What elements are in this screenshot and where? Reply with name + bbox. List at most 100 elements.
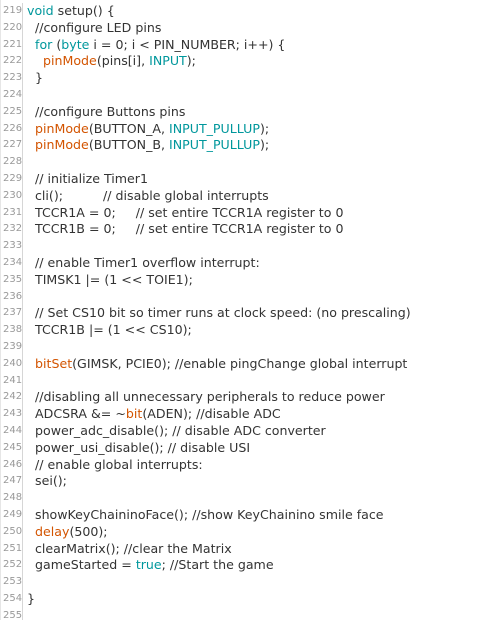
code-token: // enable Timer1 overflow interrupt: — [27, 254, 260, 270]
code-token: TCCR1B |= (1 << CS10); — [27, 322, 192, 338]
code-line[interactable]: 243 ADCSRA &= ~bit(ADEN); //disable ADC — [1, 406, 501, 423]
code-token: cli(); // disable global interrupts — [27, 187, 269, 203]
code-text: sei(); — [27, 473, 67, 490]
line-number: 239 — [3, 340, 23, 352]
line-number: 245 — [3, 441, 23, 453]
code-token: setup() { — [53, 3, 115, 18]
code-line[interactable]: 247 sei(); — [1, 473, 501, 490]
line-number: 220 — [3, 21, 23, 33]
code-line[interactable]: 220 //configure LED pins — [1, 20, 501, 37]
code-token: TCCR1B = 0; // set entire TCCR1A registe… — [27, 221, 344, 237]
code-text: power_usi_disable(); // disable USI — [27, 440, 250, 457]
code-token: pinMode — [43, 53, 97, 69]
code-text: pinMode(BUTTON_B, INPUT_PULLUP); — [27, 137, 269, 154]
code-line[interactable]: 254} — [1, 591, 501, 608]
code-token: } — [27, 70, 44, 86]
code-line[interactable]: 245 power_usi_disable(); // disable USI — [1, 440, 501, 457]
code-text: TCCR1B = 0; // set entire TCCR1A registe… — [27, 221, 344, 238]
code-text: } — [27, 70, 43, 87]
code-token: (pins[i], — [96, 53, 150, 69]
code-token: (BUTTON_A, — [88, 120, 169, 136]
code-token: bitSet — [35, 355, 73, 371]
code-token — [27, 121, 35, 136]
code-text: //disabling all unnecessary peripherals … — [27, 389, 385, 406]
code-line[interactable]: 238 TCCR1B |= (1 << CS10); — [1, 322, 501, 339]
code-text: // enable Timer1 overflow interrupt: — [27, 255, 260, 272]
code-token — [27, 524, 35, 539]
code-line[interactable]: 250 delay(500); — [1, 524, 501, 541]
line-number: 232 — [3, 223, 23, 235]
code-line[interactable]: 229 // initialize Timer1 — [1, 171, 501, 188]
code-line[interactable]: 255 — [1, 608, 501, 624]
code-token: ); — [259, 120, 270, 136]
code-token — [27, 356, 35, 371]
code-line[interactable]: 221 for (byte i = 0; i < PIN_NUMBER; i++… — [1, 37, 501, 54]
code-line[interactable]: 223 } — [1, 70, 501, 87]
line-number: 226 — [3, 122, 23, 134]
code-line[interactable]: 222 pinMode(pins[i], INPUT); — [1, 53, 501, 70]
code-line[interactable]: 248 — [1, 490, 501, 507]
code-line[interactable]: 239 — [1, 339, 501, 356]
line-number: 243 — [3, 408, 23, 420]
code-text: } — [27, 591, 35, 608]
code-line[interactable]: 253 — [1, 574, 501, 591]
code-token: ; //Start the game — [161, 557, 274, 573]
code-line[interactable]: 234 // enable Timer1 overflow interrupt: — [1, 255, 501, 272]
code-line[interactable]: 230 cli(); // disable global interrupts — [1, 188, 501, 205]
code-line[interactable]: 232 TCCR1B = 0; // set entire TCCR1A reg… — [1, 221, 501, 238]
code-text: //configure Buttons pins — [27, 104, 185, 121]
code-line[interactable]: 227 pinMode(BUTTON_B, INPUT_PULLUP); — [1, 137, 501, 154]
code-line[interactable]: 224 — [1, 87, 501, 104]
code-line[interactable]: 242 //disabling all unnecessary peripher… — [1, 389, 501, 406]
line-number: 250 — [3, 525, 23, 537]
code-token: bit — [125, 406, 143, 422]
code-line[interactable]: 225 //configure Buttons pins — [1, 104, 501, 121]
code-text: void setup() { — [27, 3, 115, 20]
line-number: 247 — [3, 475, 23, 487]
line-number: 222 — [3, 55, 23, 67]
code-token: ADCSRA &= ~ — [27, 406, 126, 422]
code-token: // initialize Timer1 — [27, 170, 148, 186]
code-token: } — [27, 590, 36, 606]
code-text: // initialize Timer1 — [27, 171, 148, 188]
code-token: delay — [35, 523, 70, 539]
code-line[interactable]: 235 TIMSK1 |= (1 << TOIE1); — [1, 272, 501, 289]
code-line[interactable]: 228 — [1, 154, 501, 171]
code-line[interactable]: 236 — [1, 289, 501, 306]
code-line[interactable]: 237 // Set CS10 bit so timer runs at clo… — [1, 305, 501, 322]
line-number: 228 — [3, 156, 23, 168]
code-token: (GIMSK, PCIE0); //enable pingChange glob… — [72, 355, 408, 371]
code-line[interactable]: 244 power_adc_disable(); // disable ADC … — [1, 423, 501, 440]
code-token: gameStarted = — [27, 557, 136, 573]
code-line[interactable]: 231 TCCR1A = 0; // set entire TCCR1A reg… — [1, 205, 501, 222]
code-token: sei(); — [27, 473, 67, 489]
line-number: 229 — [3, 172, 23, 184]
code-line[interactable]: 251 clearMatrix(); //clear the Matrix — [1, 541, 501, 558]
line-number: 225 — [3, 105, 23, 117]
code-line[interactable]: 252 gameStarted = true; //Start the game — [1, 557, 501, 574]
code-line[interactable]: 249 showKeyChaininoFace(); //show KeyCha… — [1, 507, 501, 524]
code-token: power_adc_disable(); // disable ADC conv… — [27, 422, 326, 438]
code-token: // enable global interrupts: — [27, 456, 203, 472]
code-line[interactable]: 233 — [1, 238, 501, 255]
code-text: ADCSRA &= ~bit(ADEN); //disable ADC — [27, 406, 281, 423]
line-number: 249 — [3, 508, 23, 520]
code-line[interactable]: 246 // enable global interrupts: — [1, 457, 501, 474]
code-token: ); — [186, 53, 196, 69]
line-number: 253 — [3, 576, 23, 588]
code-token: ); — [260, 137, 270, 153]
code-line[interactable]: 226 pinMode(BUTTON_A, INPUT_PULLUP); — [1, 121, 501, 138]
line-number: 230 — [3, 189, 23, 201]
code-token: (ADEN); //disable ADC — [142, 406, 281, 422]
code-line[interactable]: 240 bitSet(GIMSK, PCIE0); //enable pingC… — [1, 356, 501, 373]
code-token: ( — [52, 36, 62, 52]
line-number: 242 — [3, 391, 23, 403]
line-number: 224 — [3, 88, 23, 100]
code-text: showKeyChaininoFace(); //show KeyChainin… — [27, 507, 384, 524]
code-text: delay(500); — [27, 524, 108, 541]
code-line[interactable]: 241 — [1, 373, 501, 390]
line-number: 252 — [3, 559, 23, 571]
